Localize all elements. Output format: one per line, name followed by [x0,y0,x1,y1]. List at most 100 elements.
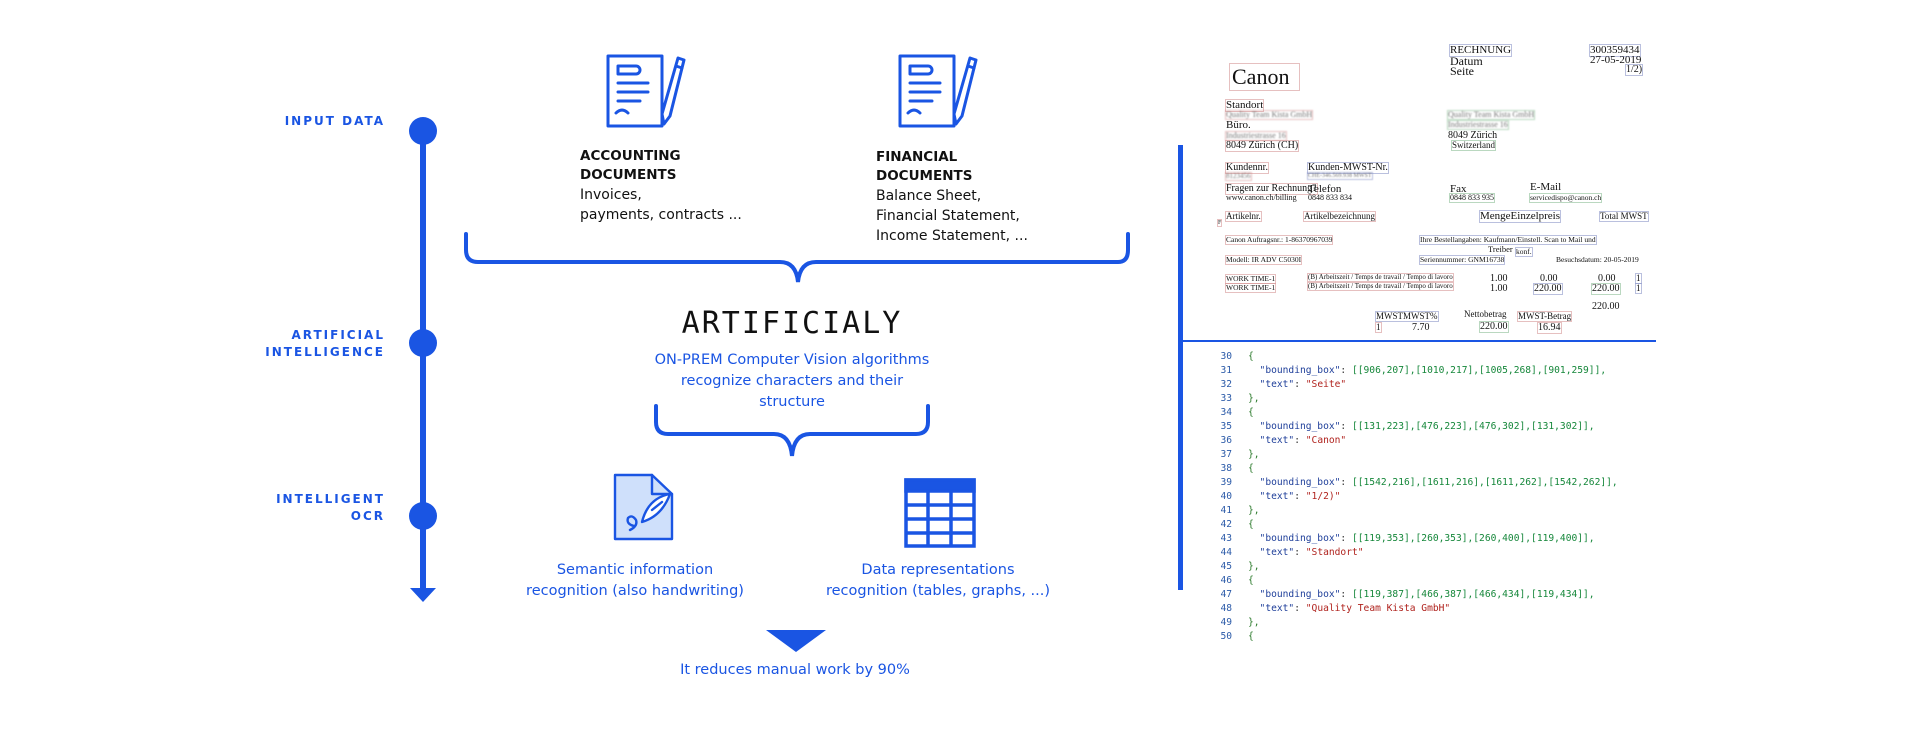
code-line: 41}, [1200,504,1670,518]
code-line-number: 37 [1220,449,1232,460]
code-line-number: 41 [1220,505,1232,516]
code-line: 30{ [1200,350,1670,364]
financial-documents-title: FINANCIAL DOCUMENTS [876,149,973,184]
code-brace-close: }, [1248,505,1260,516]
invoice-standort: Standort [1224,99,1265,112]
code-bbox-value: [[906,207],[1010,217],[1005,268],[901,25… [1351,365,1607,376]
ocr-json-output: 30{31 "bounding_box": [[906,207],[1010,2… [1200,350,1670,650]
invoice-tel-value: 0848 833 834 [1308,193,1352,202]
invoice-konf: konf. [1515,247,1533,257]
financial-documents-desc: Balance Sheet, Financial Statement, Inco… [876,188,1028,244]
invoice-fax: Fax [1450,183,1467,195]
code-colon: : [1340,533,1352,544]
invoice-city-left: 8049 Zürich (CH) [1224,140,1300,152]
code-line-number: 46 [1220,575,1232,586]
invoice-datum-value: 27-05-2019 [1590,54,1642,66]
invoice-mwst-header: MWSTMWST% [1375,311,1439,322]
code-line-number: 42 [1220,519,1232,530]
invoice-treiber: Treiber [1488,244,1513,254]
code-key: "text" [1248,491,1295,502]
code-line-number: 35 [1220,421,1232,432]
code-line-number: 39 [1220,477,1232,488]
code-line: 50 { [1200,630,1670,644]
timeline-dot-ai [409,329,437,357]
invoice-netto: 220.00 [1479,321,1509,333]
code-bbox-value: [[131,223],[476,223],[476,302],[131,302]… [1351,421,1595,432]
invoice-scan: Canon RECHNUNG 300359434 Datum 27-05-201… [1190,30,1660,335]
code-key: "text" [1248,547,1295,558]
ai-description: ON-PREM Computer Vision algorithms recog… [654,352,930,410]
code-key: "bounding_box" [1248,589,1341,600]
table-icon [904,478,976,548]
invoice-kundennr-value: 8123456 [1225,172,1252,181]
code-line-number: 50 [1220,631,1232,642]
step-label-input: INPUT DATA [284,114,385,128]
semantic-recognition-desc: Semantic information recognition (also h… [526,562,744,599]
invoice-mwst-pct: 7.70 [1412,322,1430,333]
timeline-arrow-icon [410,588,436,602]
invoice-menge: MengeEinzelpreis [1478,210,1562,223]
code-line-number: 44 [1220,547,1232,558]
invoice-mwst-1: 1 [1635,273,1642,284]
invoice-telefon: Telefon [1308,183,1342,195]
invoice-total-1: 0.00 [1598,273,1616,284]
invoice-quality-right: Quality Team Kista GmbH [1446,110,1536,120]
accounting-documents-desc: Invoices, payments, contracts ... [580,187,742,223]
code-bbox-value: [[1542,216],[1611,216],[1611,262],[1542,… [1351,477,1618,488]
code-brace-open: { [1248,575,1254,586]
code-bbox-value: [[119,353],[260,353],[260,400],[119,400]… [1351,533,1595,544]
invoice-serien: Seriennummer: GNM16738 [1418,255,1506,265]
code-line: 47 "bounding_box": [[119,387],[466,387],… [1200,588,1670,602]
code-key: "bounding_box" [1248,477,1341,488]
invoice-datum: Datum [1450,54,1483,68]
accounting-documents-title: ACCOUNTING DOCUMENTS [580,148,681,183]
invoice-kunden-mwst-value: CHE-346.569.938 MWST [1307,172,1373,180]
code-text-value: "1/2)" [1305,491,1341,502]
code-key: "bounding_box" [1248,421,1341,432]
invoice-address-right: Industriestrasse 16 [1447,120,1509,130]
invoice-artikelbez: Artikelbezeichnung [1303,211,1376,222]
invoice-mwst-amount: 16.94 [1537,322,1562,334]
financial-document-icon [896,50,978,132]
code-key: "bounding_box" [1248,533,1341,544]
ai-brace [652,404,932,464]
code-colon: : [1340,365,1352,376]
invoice-price-1: 0.00 [1540,273,1558,284]
invoice-mwst-betrag-header: MWST-Betrag [1516,311,1573,322]
code-colon: : [1294,379,1306,390]
invoice-email: E-Mail [1530,181,1562,193]
code-line: 45}, [1200,560,1670,574]
code-colon: : [1340,589,1352,600]
code-brace-open: { [1248,631,1254,642]
invoice-qty-2: 1.00 [1490,283,1508,294]
timeline-dot-input [409,117,437,145]
code-colon: : [1294,603,1306,614]
step-label-ocr: INTELLIGENT OCR [276,492,385,523]
code-colon: : [1294,435,1306,446]
code-brace-close: }, [1248,617,1260,628]
code-line: 39 "bounding_box": [[1542,216],[1611,216… [1200,476,1670,490]
code-key: "text" [1248,435,1295,446]
code-brace-close: }, [1248,561,1260,572]
code-key: "bounding_box" [1248,365,1341,376]
panel-divider-vertical [1178,145,1183,590]
code-colon: : [1340,477,1352,488]
code-brace-open: { [1248,519,1254,530]
code-text-value: "Standort" [1305,547,1364,558]
code-line: 32 "text": "Seite" [1200,378,1670,392]
code-text-value: "Seite" [1305,379,1347,390]
code-colon: : [1294,547,1306,558]
result-text: It reduces manual work by 90% [680,662,910,678]
code-brace-close: }, [1248,393,1260,404]
invoice-auftrag: Canon Auftragsnr.: 1-86370967039 [1224,235,1334,245]
invoice-arbeitszeit-1: (B) Arbeitszeit / Temps de travail / Tem… [1307,273,1454,282]
code-line-number: 47 [1220,589,1232,600]
invoice-artikelnr: Artikelnr. [1225,211,1262,222]
invoice-seite-value: 1/2) [1624,64,1644,76]
input-brace [462,232,1132,292]
code-line-number: 30 [1220,351,1232,362]
invoice-f: F [1216,219,1223,227]
code-line: 49}, [1200,616,1670,630]
code-line: 40 "text": "1/2)" [1200,490,1670,504]
code-text-value: "Canon" [1305,435,1347,446]
